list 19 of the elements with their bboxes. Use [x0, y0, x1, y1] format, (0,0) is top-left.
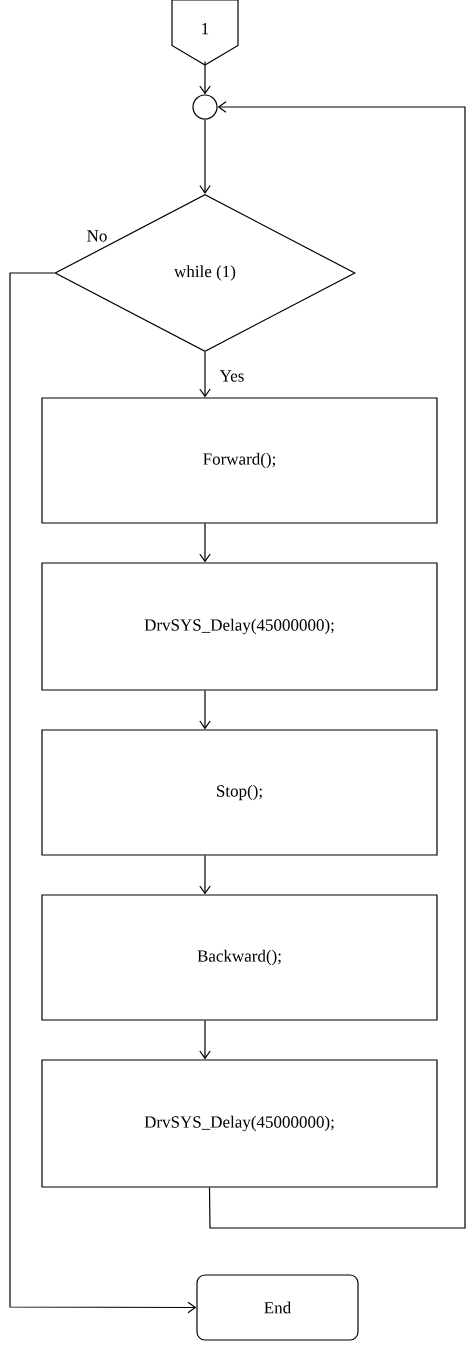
arrow — [199, 1020, 211, 1060]
process-box: Backward(); — [41, 894, 438, 1021]
terminator-box: End — [196, 1274, 359, 1341]
arrow — [9, 272, 197, 1314]
arrow — [199, 690, 211, 730]
process-box: Forward(); — [41, 397, 438, 524]
process-box: Stop(); — [41, 729, 438, 856]
arrow — [199, 351, 211, 398]
process-box: DrvSYS_Delay(45000000); — [41, 562, 438, 691]
arrow — [199, 855, 211, 895]
arrow — [199, 61, 211, 95]
edge-label: Yes — [218, 369, 246, 383]
junction-circle — [192, 94, 218, 120]
process-box: DrvSYS_Delay(45000000); — [41, 1059, 438, 1188]
arrow — [208, 101, 466, 1229]
off-page-connector: 1 — [171, 0, 239, 66]
edge-label: No — [85, 229, 109, 243]
arrow — [199, 119, 211, 194]
arrow — [199, 523, 211, 563]
